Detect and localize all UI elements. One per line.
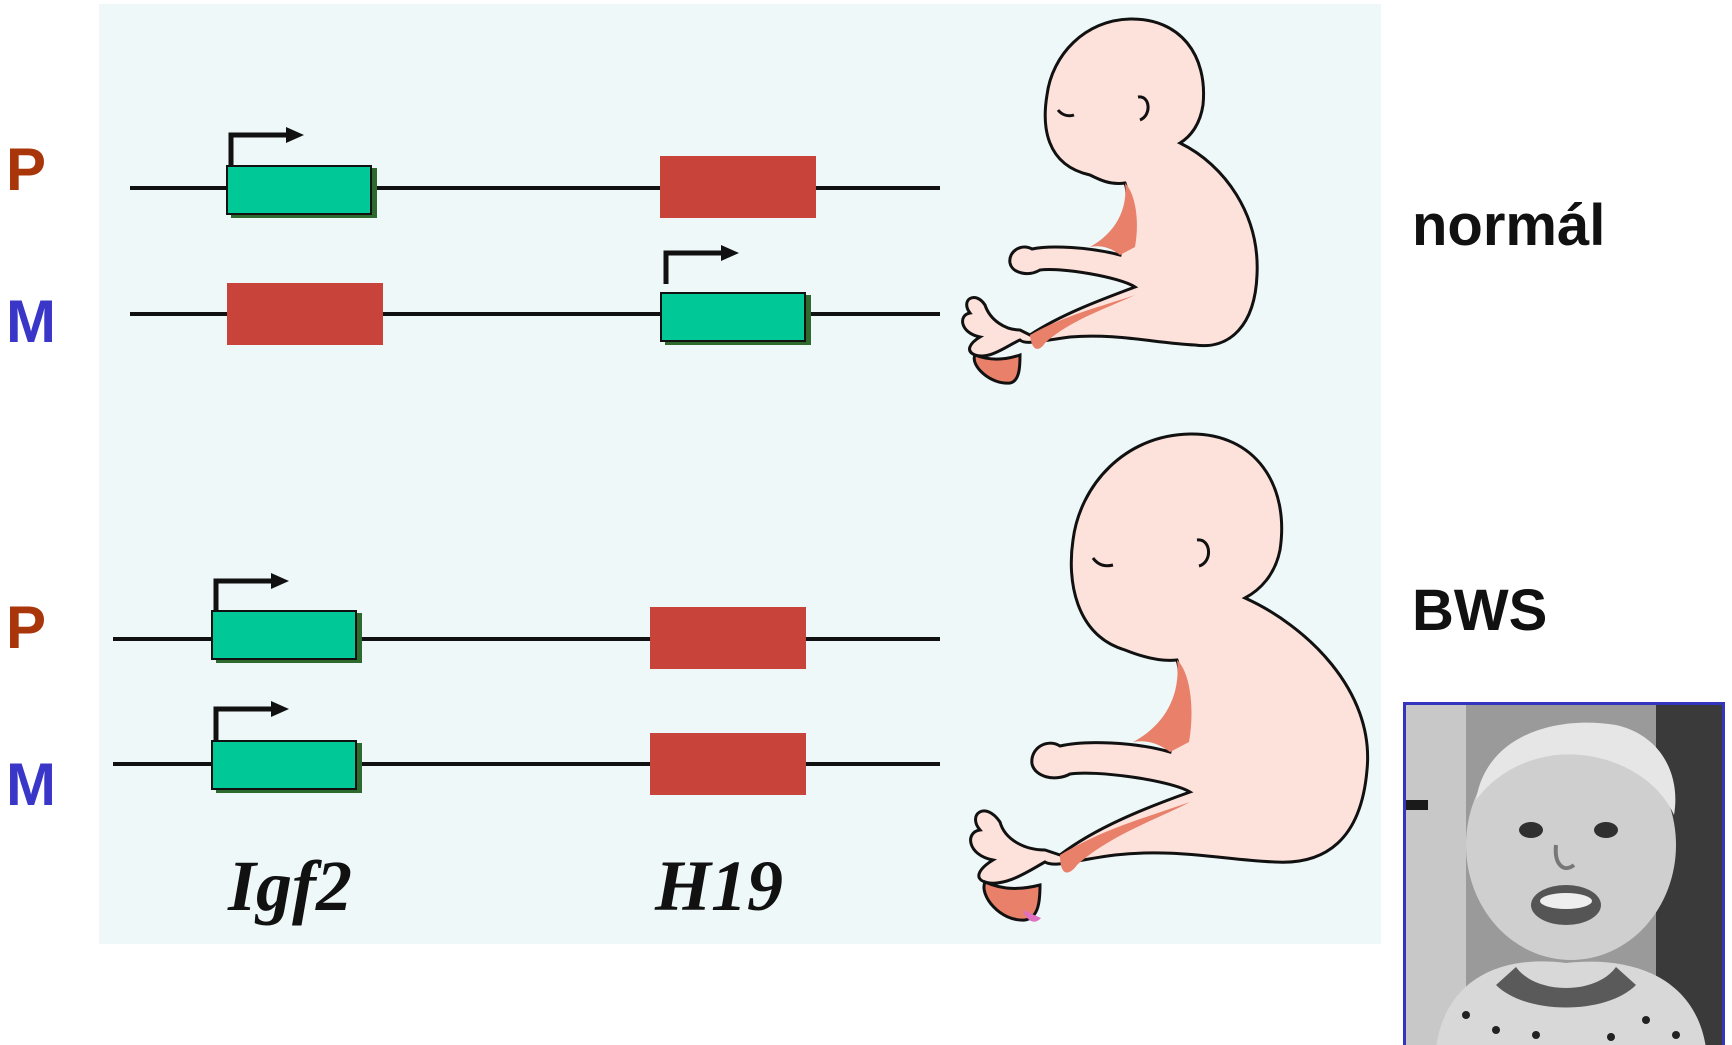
gene-label-igf2: Igf2 [228,850,352,922]
right-angle-arrow-icon [663,244,743,286]
right-angle-arrow-icon [228,126,308,168]
normal-paternal-label: P [6,140,46,200]
igf2-box-bws-p-active [211,610,357,660]
h19-box-bws-m-silent [650,733,806,795]
bws-paternal-label: P [6,598,46,658]
h19-box-normal-m-active [660,292,806,342]
gene-label-h19: H19 [655,850,783,922]
h19-box-bws-p-silent [650,607,806,669]
bws-maternal-label: M [6,755,56,815]
right-angle-arrow-icon [213,572,293,614]
right-angle-arrow-icon [213,700,293,742]
h19-box-normal-p-silent [660,156,816,218]
igf2-box-bws-m-active [211,740,357,790]
condition-label-normal: normál [1412,197,1605,255]
igf2-box-normal-p-active [226,165,372,215]
child-photo-drawing [1406,705,1725,1045]
fetus-icon [955,430,1375,940]
condition-label-bws: BWS [1412,582,1547,640]
child-photo [1403,702,1725,1045]
normal-maternal-label: M [6,292,56,352]
fetus-icon [950,15,1270,400]
igf2-box-normal-m-silent [227,283,383,345]
